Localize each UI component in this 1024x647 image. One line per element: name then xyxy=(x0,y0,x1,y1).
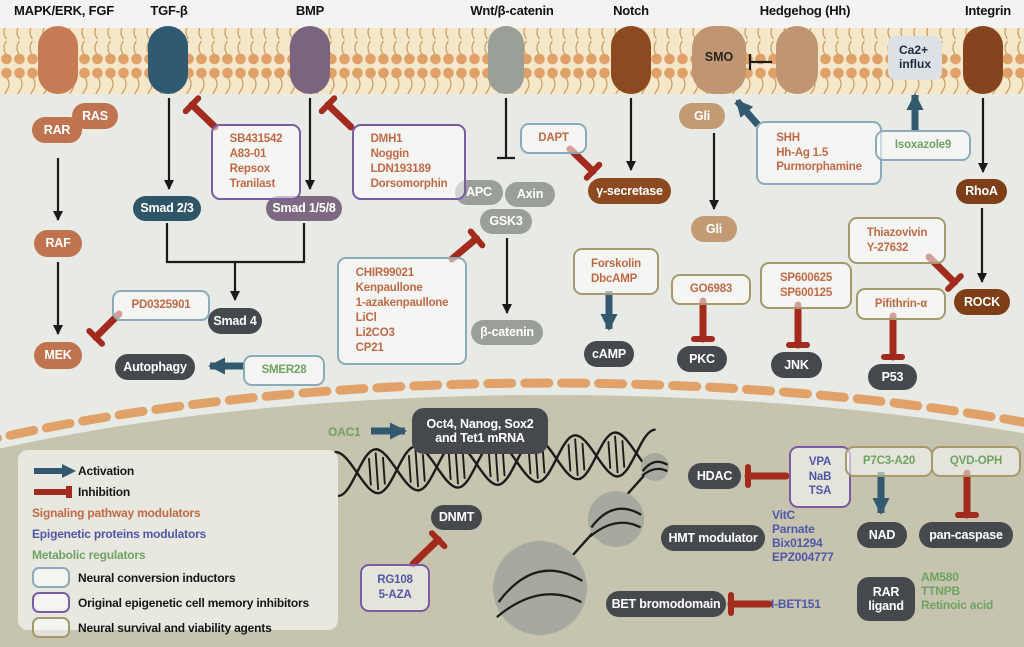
node-smad23: Smad 2/3 xyxy=(133,196,201,221)
node-bet-bromodomain: BET bromodomain xyxy=(606,591,726,617)
node-mek: MEK xyxy=(34,342,82,369)
node-rar: RAR xyxy=(32,117,82,143)
label-hedgehog: Hedgehog (Hh) xyxy=(759,3,851,18)
node-autophagy: Autophagy xyxy=(115,354,195,380)
node-smad4: Smad 4 xyxy=(208,308,262,334)
drugbox-tgfb-inhibitors: SB431542 A83-01 Repsox Tranilast xyxy=(211,124,301,200)
node-axin: Axin xyxy=(505,182,555,207)
node-gli-upper: Gli xyxy=(679,103,725,129)
activation-arrow-icon xyxy=(32,463,78,478)
node-beta-catenin: β-catenin xyxy=(471,320,543,345)
teal-box-icon xyxy=(32,567,78,588)
legend-metabolic-regulators: Metabolic regulators xyxy=(32,547,146,562)
node-rock: ROCK xyxy=(954,289,1010,315)
drugbox-vpa: VPA NaB TSA xyxy=(789,446,851,508)
receptor-integrin xyxy=(963,26,1003,94)
node-gsk3: GSK3 xyxy=(480,209,532,234)
legend-activation-label: Activation xyxy=(78,463,135,478)
receptor-smo: SMO xyxy=(692,26,746,94)
drugbox-sp600: SP600625 SP600125 xyxy=(760,262,852,309)
drugbox-p7c3: P7C3-A20 xyxy=(845,446,933,477)
ca-influx-channel: Ca2+ influx xyxy=(888,36,942,80)
node-dnmt: DNMT xyxy=(431,505,482,530)
tee-ptch-smo xyxy=(748,54,772,70)
legend-inhibition: Inhibition xyxy=(32,482,338,501)
receptor-bmp xyxy=(290,26,330,94)
drugbox-pifithrin: Pifithrin-α xyxy=(856,288,946,320)
legend-original-epigenetic-label: Original epigenetic cell memory inhibito… xyxy=(78,595,309,610)
node-camp: cAMP xyxy=(584,341,634,367)
node-rar-ligand: RAR ligand xyxy=(857,577,915,621)
legend-neural-survival-label: Neural survival and viability agents xyxy=(78,620,272,635)
smo-label: SMO xyxy=(704,50,734,64)
label-bmp: BMP xyxy=(295,3,325,18)
legend-original-epigenetic: Original epigenetic cell memory inhibito… xyxy=(32,591,338,614)
inhibition-bar-icon xyxy=(32,485,78,499)
drugbox-dapt: DAPT xyxy=(520,123,587,154)
node-smad158: Smad 1/5/8 xyxy=(266,196,342,221)
legend-neural-conversion: Neural conversion inductors xyxy=(32,566,338,589)
label-hmt-drugs: VitC Parnate Bix01294 EPZ004777 xyxy=(772,508,834,565)
node-oct4-mrna: Oct4, Nanog, Sox2 and Tet1 mRNA xyxy=(412,408,548,454)
legend-panel: Activation Inhibition Signaling pathway … xyxy=(18,450,338,638)
node-pan-caspase: pan-caspase xyxy=(919,522,1013,548)
drugbox-thiazovivin: Thiazovivin Y-27632 xyxy=(848,217,946,264)
node-gamma-secretase: γ-secretase xyxy=(588,178,671,204)
drugbox-isoxazole9: Isoxazole9 xyxy=(875,130,971,161)
node-raf: RAF xyxy=(34,230,82,257)
tan-box-icon xyxy=(32,617,78,638)
node-rhoa: RhoA xyxy=(956,179,1007,204)
label-integrin: Integrin xyxy=(964,3,1012,18)
legend-activation: Activation xyxy=(32,461,338,480)
legend-inhibition-label: Inhibition xyxy=(78,484,130,499)
drugbox-shh-agonists: SHH Hh-Ag 1.5 Purmorphamine xyxy=(756,121,882,185)
drugbox-bmp-inhibitors: DMH1 Noggin LDN193189 Dorsomorphin xyxy=(352,124,466,200)
receptor-mapk-fgf xyxy=(38,26,78,94)
node-jnk: JNK xyxy=(771,352,822,378)
label-notch: Notch xyxy=(613,3,649,18)
drugbox-forskolin: Forskolin DbcAMP xyxy=(573,248,659,295)
receptor-notch xyxy=(611,26,651,94)
node-hdac: HDAC xyxy=(688,463,741,489)
node-gli-lower: Gli xyxy=(691,216,737,242)
legend-signaling-modulators: Signaling pathway modulators xyxy=(32,505,201,520)
node-pkc: PKC xyxy=(677,346,727,372)
label-wnt: Wnt/β-catenin xyxy=(470,3,554,18)
label-tgfb: TGF-β xyxy=(150,3,188,18)
drugbox-qvd: QVD-OPH xyxy=(931,446,1021,477)
label-mapk-fgf: MAPK/ERK, FGF xyxy=(14,3,114,18)
node-p53: P53 xyxy=(868,364,917,390)
label-oac1: OAC1 xyxy=(328,425,361,439)
legend-epigenetic-modulators: Epigenetic proteins modulators xyxy=(32,526,207,541)
node-nad: NAD xyxy=(857,522,907,548)
node-hmt-modulator: HMT modulator xyxy=(661,525,765,551)
receptor-wnt xyxy=(488,26,524,94)
drugbox-go6983: GO6983 xyxy=(671,274,751,305)
drugbox-rg108: RG108 5-AZA xyxy=(360,564,430,612)
drugbox-gsk3-inhibitors: CHIR99021 Kenpaullone 1-azakenpaullone L… xyxy=(337,257,467,365)
label-rar-ligands: AM580 TTNPB Retinoic acid xyxy=(921,570,994,613)
drugbox-mek-inhibitor: PD0325901 xyxy=(112,290,210,321)
purple-box-icon xyxy=(32,592,78,613)
receptor-tgfb xyxy=(148,26,188,94)
legend-neural-conversion-label: Neural conversion inductors xyxy=(78,570,236,585)
label-ibet151: I-BET151 xyxy=(771,597,821,611)
legend-neural-survival: Neural survival and viability agents xyxy=(32,616,338,639)
drugbox-smer28: SMER28 xyxy=(243,355,325,386)
receptor-hedgehog xyxy=(776,26,818,94)
